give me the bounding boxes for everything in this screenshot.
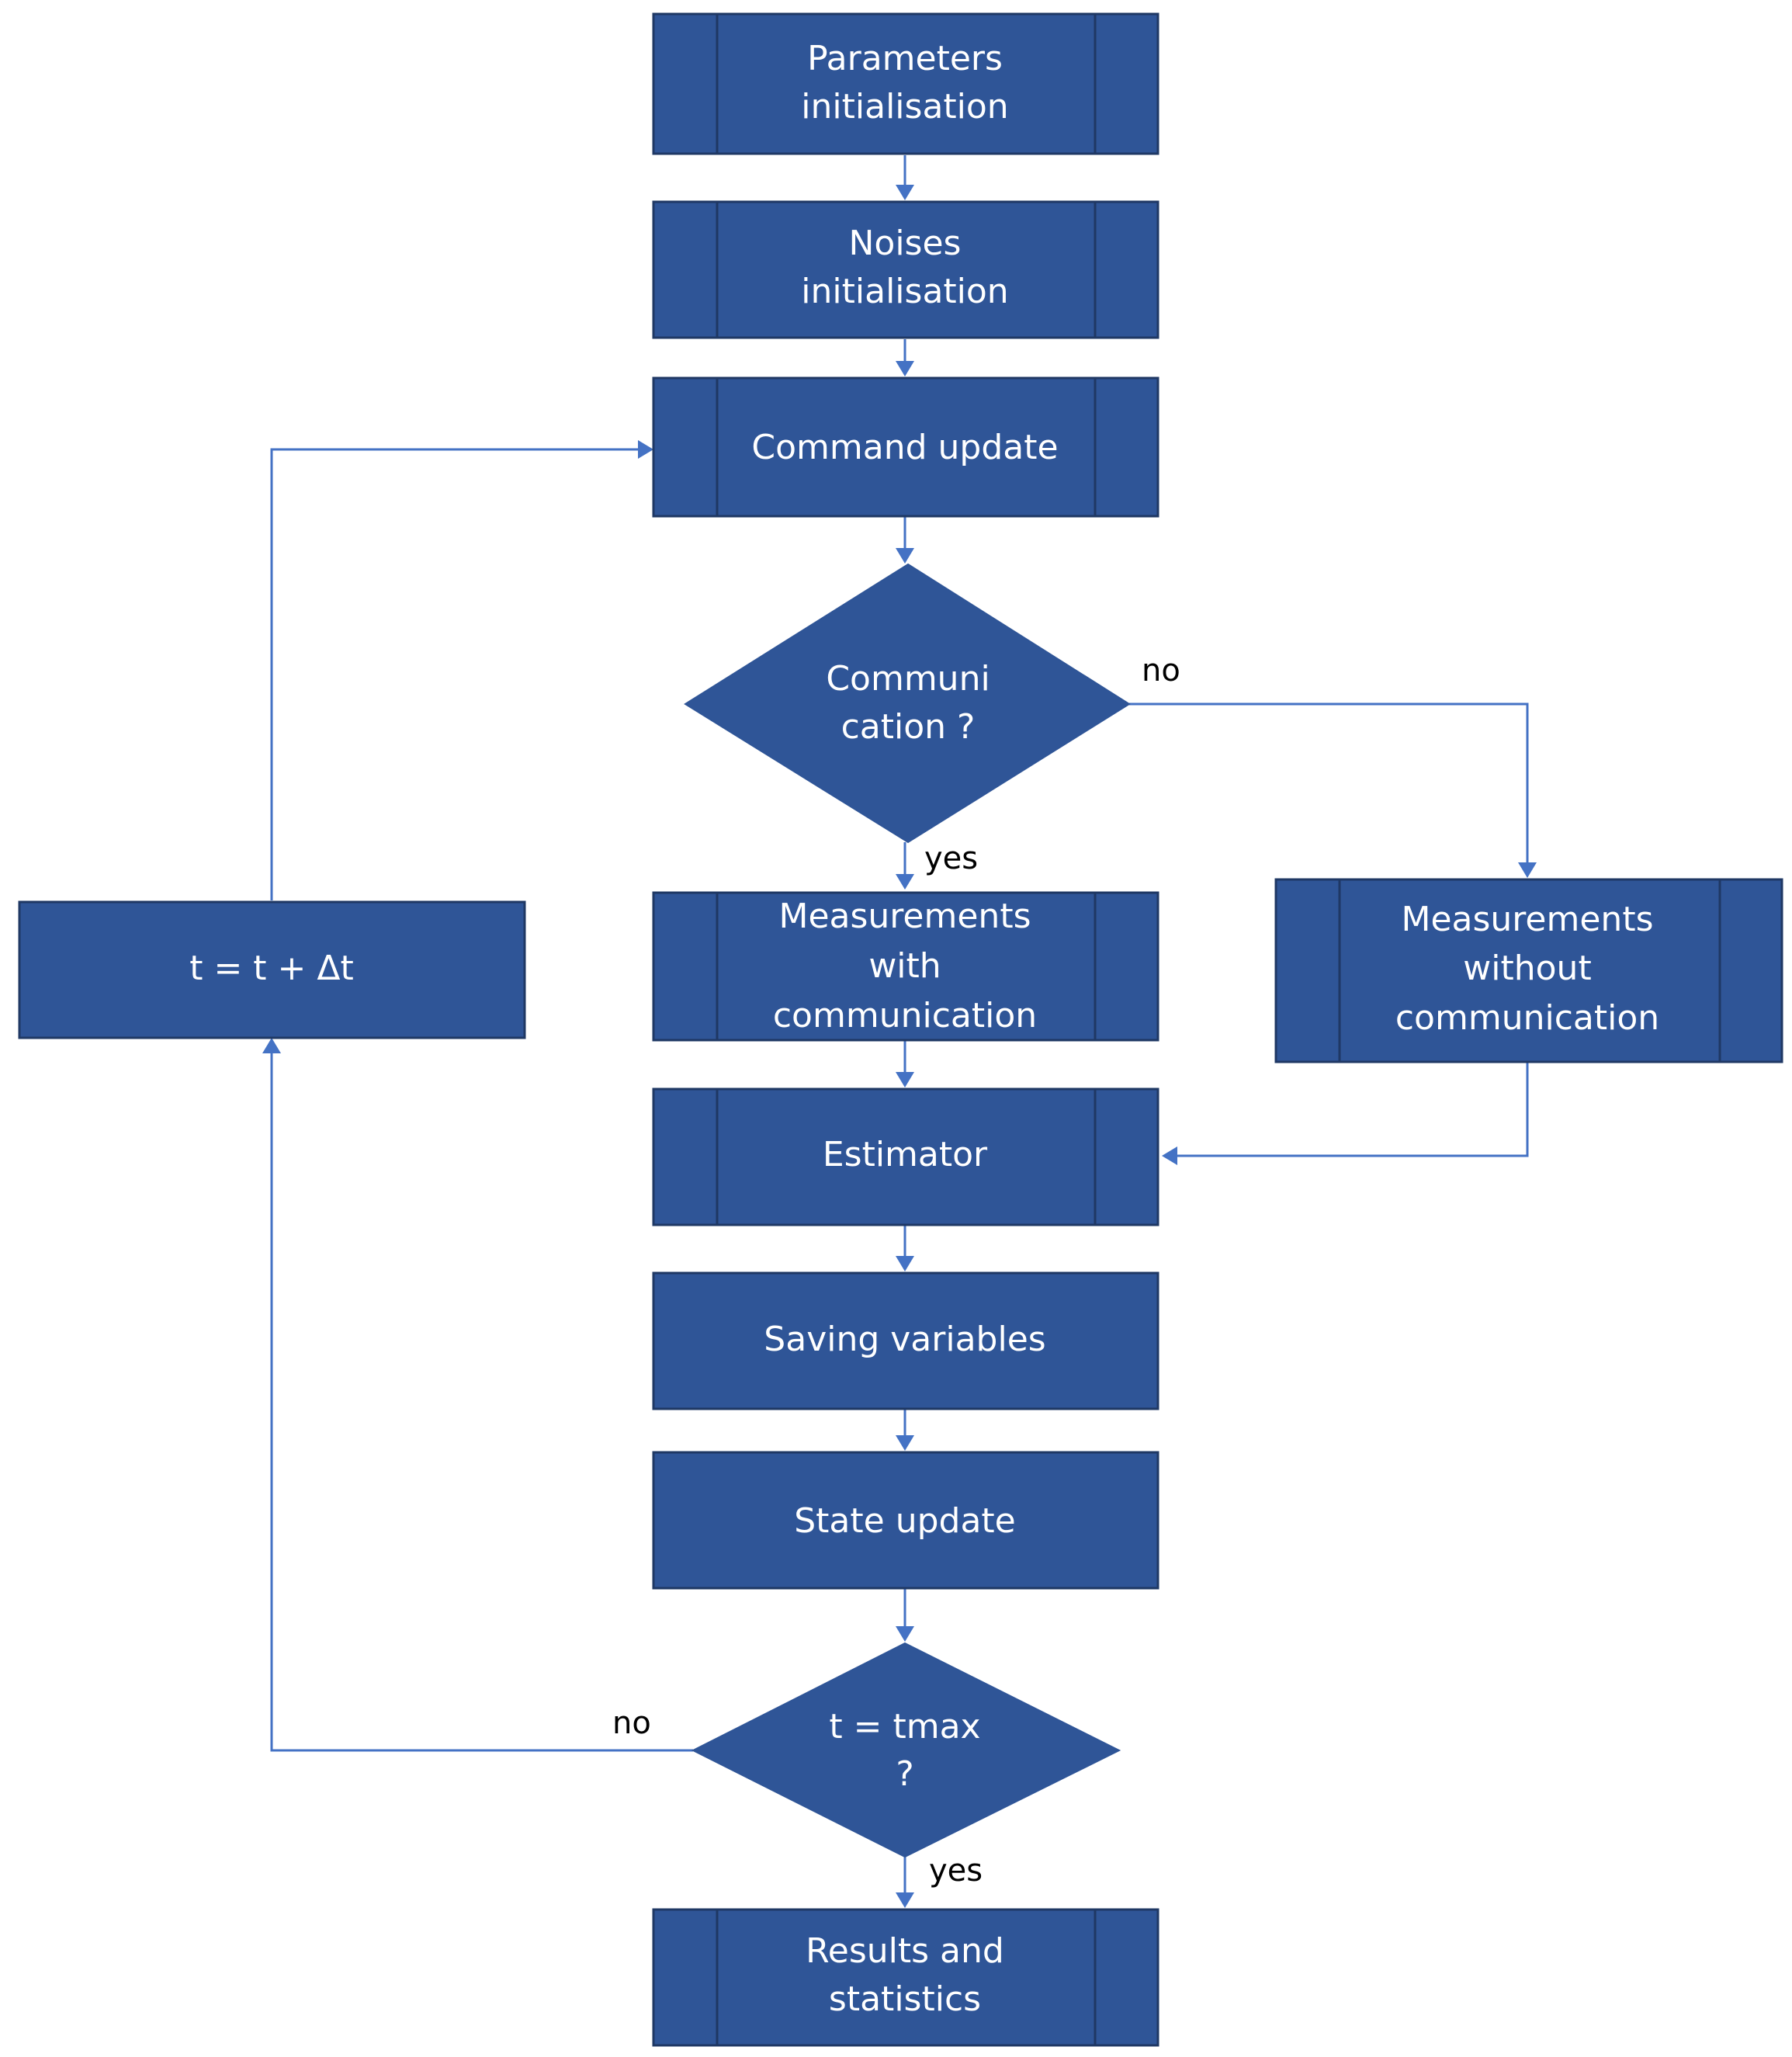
- node-estimator: Estimator: [652, 1087, 1159, 1226]
- decision-label-line: cation ?: [841, 707, 976, 747]
- node-results-and-statistics: Results and statistics: [652, 1908, 1159, 2047]
- node-label-line: with: [868, 946, 941, 986]
- node-time-increment: t = t + Δt: [18, 900, 526, 1039]
- connectors: [262, 155, 1537, 1908]
- arrowhead: [896, 185, 914, 200]
- node-parameters-initialisation: Parameters initialisation: [652, 12, 1159, 155]
- node-label-line: t = t + Δt: [189, 949, 354, 988]
- node-label-line: State update: [794, 1501, 1015, 1541]
- arrowhead: [896, 874, 914, 890]
- arrowhead: [896, 1256, 914, 1271]
- node-label-line: communication: [1395, 998, 1659, 1038]
- arrow-tmax-no: [270, 1052, 693, 1752]
- arrowhead: [896, 1435, 914, 1451]
- arrowhead: [896, 548, 914, 564]
- arrowhead: [638, 440, 653, 459]
- node-label-line: Saving variables: [764, 1320, 1045, 1359]
- node-label-line: Measurements: [1402, 900, 1654, 939]
- node-label-line: initialisation: [801, 272, 1008, 311]
- arrowhead: [262, 1038, 281, 1053]
- decision-label-line: t = tmax: [829, 1707, 980, 1747]
- edge-label-communication-no: no: [1142, 653, 1180, 689]
- decision-tmax: t = tmax ?: [691, 1642, 1121, 1858]
- node-label-line: communication: [773, 996, 1037, 1035]
- arrowhead: [1162, 1146, 1177, 1165]
- arrowhead: [896, 1892, 914, 1908]
- node-label-line: initialisation: [801, 87, 1008, 127]
- node-command-update: Command update: [652, 376, 1159, 518]
- node-label-line: Command update: [751, 428, 1058, 467]
- edge-label-tmax-no: no: [612, 1705, 651, 1741]
- arrow-measwithout-to-estimator: [1176, 1062, 1529, 1157]
- node-label-line: Estimator: [823, 1135, 988, 1174]
- edge-label-communication-yes: yes: [924, 841, 978, 876]
- node-state-update: State update: [652, 1451, 1159, 1590]
- edge-label-tmax-yes: yes: [929, 1853, 983, 1889]
- decision-label-line: Communi: [826, 659, 990, 699]
- arrow-increment-to-command: [270, 448, 638, 900]
- node-measurements-without-communication: Measurements without communication: [1274, 878, 1783, 1063]
- node-saving-variables: Saving variables: [652, 1271, 1159, 1410]
- decision-label-line: ?: [896, 1754, 913, 1794]
- node-noises-initialisation: Noises initialisation: [652, 200, 1159, 339]
- node-label-line: Results and: [806, 1931, 1004, 1971]
- arrowhead: [896, 361, 914, 376]
- node-label-line: Noises: [849, 224, 962, 263]
- node-label-line: statistics: [829, 1979, 981, 2019]
- arrow-communication-no: [1129, 702, 1529, 864]
- node-measurements-with-communication: Measurements with communication: [652, 891, 1159, 1042]
- arrowhead: [896, 1626, 914, 1642]
- node-label-line: Parameters: [807, 39, 1003, 78]
- decision-communication: Communi cation ?: [684, 563, 1131, 844]
- node-label-line: Measurements: [779, 897, 1031, 936]
- node-label-line: without: [1463, 949, 1591, 988]
- arrowhead: [896, 1072, 914, 1087]
- arrowhead: [1518, 862, 1537, 878]
